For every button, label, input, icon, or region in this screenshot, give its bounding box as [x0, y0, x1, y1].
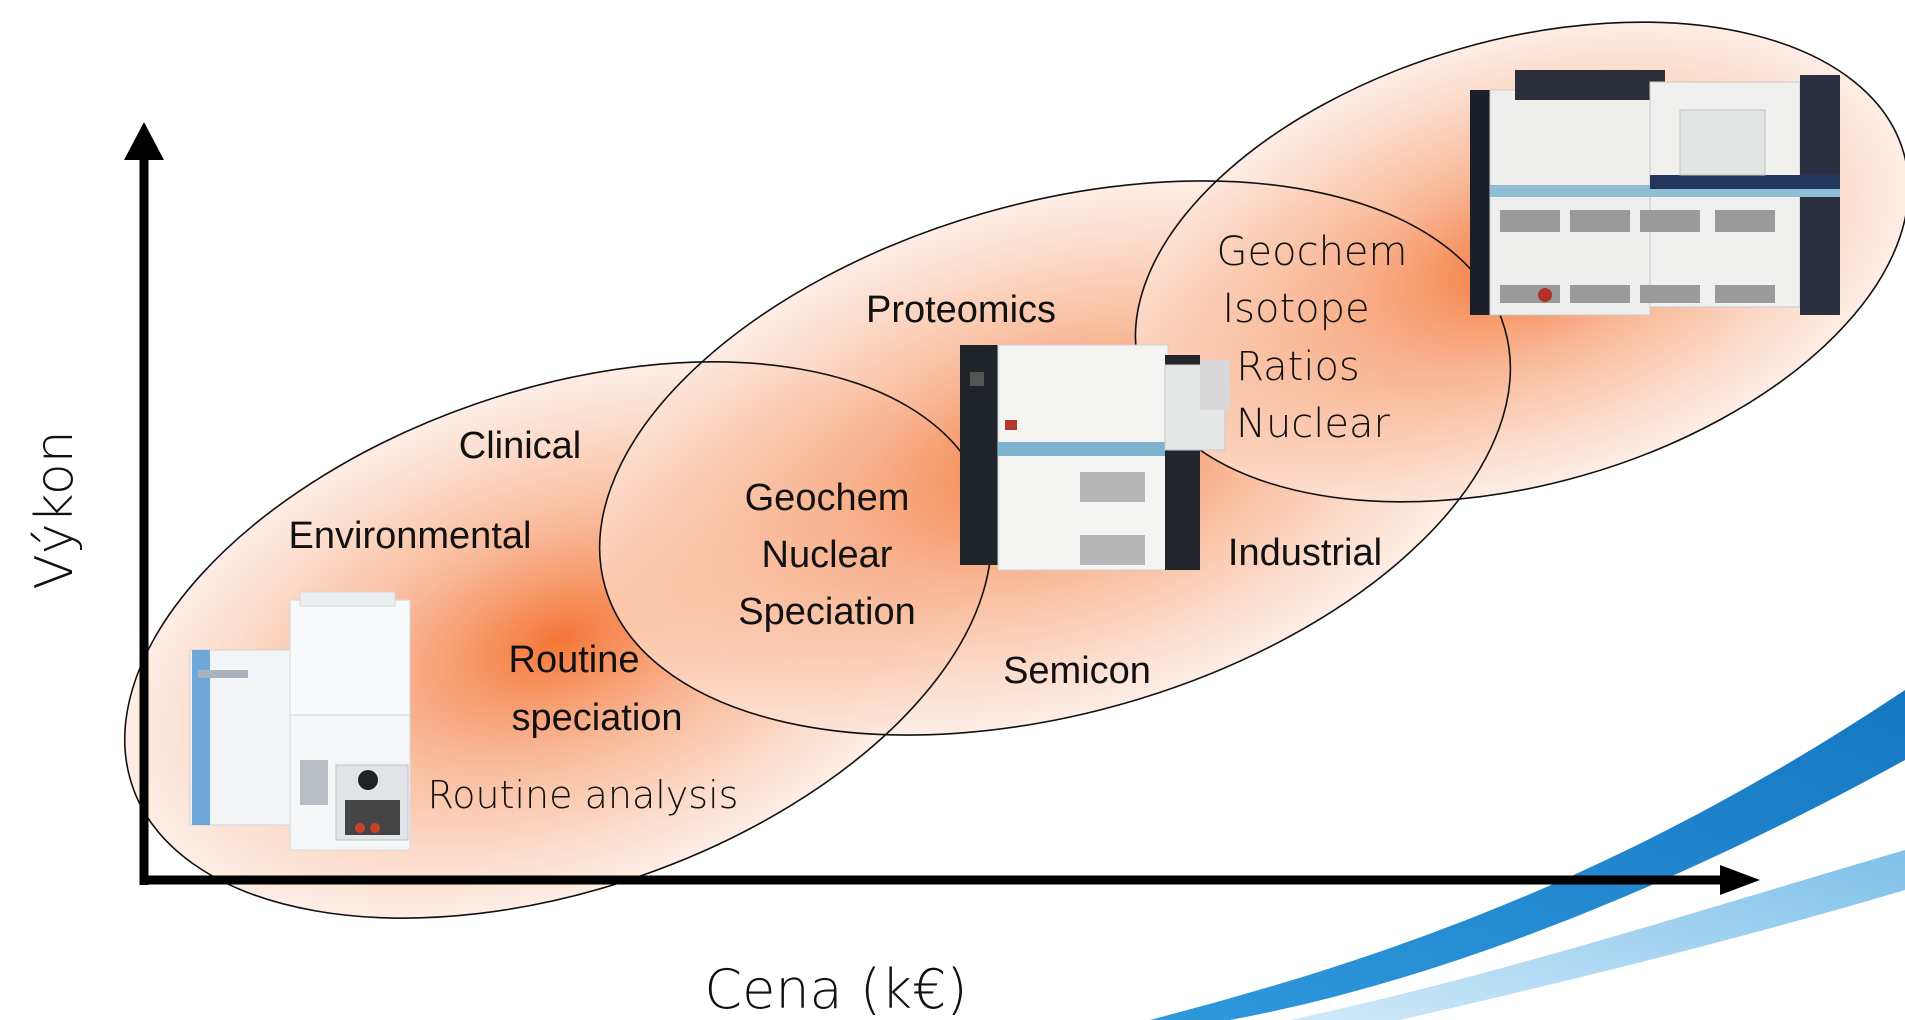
- label-routine: Routine: [509, 639, 640, 681]
- label-geochem-high: Geochem: [1217, 229, 1408, 275]
- label-semicon: Semicon: [1003, 650, 1151, 692]
- label-geochem-mid: Geochem: [745, 477, 910, 519]
- label-environmental: Environmental: [289, 515, 532, 557]
- label-ratios: Ratios: [1236, 344, 1360, 390]
- y-axis-arrowhead: [124, 122, 164, 160]
- x-axis-label: Cena (k€): [704, 958, 967, 1020]
- ellipse-mid-outline: [598, 180, 1512, 736]
- label-clinical: Clinical: [459, 425, 581, 467]
- x-axis-arrowhead: [1720, 865, 1760, 895]
- axes: [124, 122, 1760, 895]
- instrument-mid: [960, 344, 1230, 571]
- label-speciation-mid: Speciation: [738, 591, 915, 633]
- decorative-swoosh: [1150, 690, 1905, 1020]
- label-isotope: Isotope: [1222, 286, 1369, 332]
- label-industrial: Industrial: [1228, 532, 1382, 574]
- instrument-low: [189, 591, 411, 851]
- label-routine-analysis: Routine analysis: [428, 773, 739, 817]
- label-nuclear-mid: Nuclear: [762, 534, 893, 576]
- label-speciation-low: speciation: [511, 697, 682, 739]
- label-nuclear-high: Nuclear: [1236, 401, 1391, 447]
- y-axis-label: Výkon: [25, 430, 85, 589]
- instrument-high: [1470, 70, 1840, 316]
- label-proteomics: Proteomics: [866, 289, 1056, 331]
